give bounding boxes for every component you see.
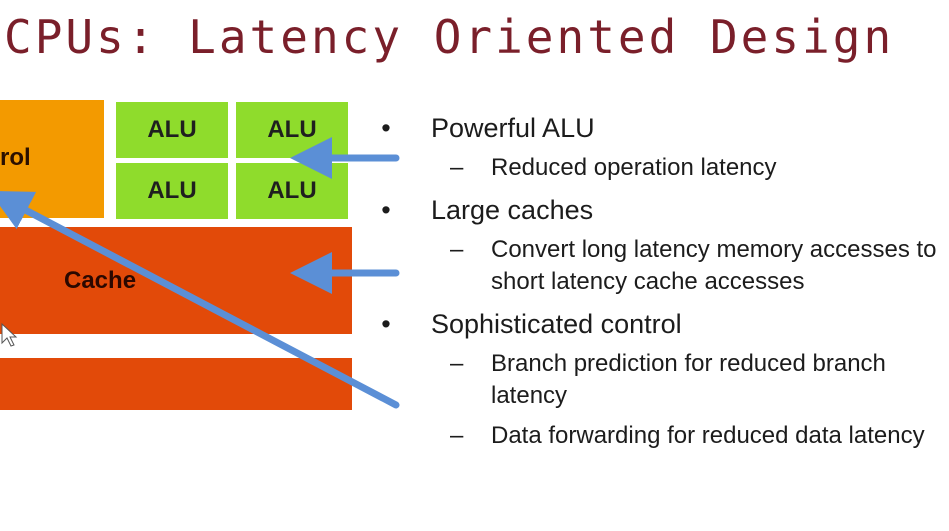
dash-icon: – [450,154,464,181]
control-arrow [0,190,400,409]
bullet-item: • Powerful ALU [376,110,941,152]
bullet-text: Powerful ALU [431,113,595,143]
bullet-text: Sophisticated control [431,309,682,339]
dash-icon: – [450,350,464,377]
sub-bullet-item: –Branch prediction for reduced branch la… [376,348,941,412]
alu-block: ALU [116,163,228,219]
bullet-dot-icon: • [381,195,391,225]
slide-title: CPUs: Latency Oriented Design [4,10,895,64]
bullet-item: • Sophisticated control [376,306,941,348]
bullet-dot-icon: • [381,113,391,143]
bullet-text: Large caches [431,195,594,225]
sub-bullet-item: –Reduced operation latency [376,152,941,184]
dram-block [0,358,352,410]
sub-bullet-text: Convert long latency memory accesses to … [491,236,937,295]
alu-block: ALU [116,102,228,158]
bullet-item: • Large caches [376,192,941,234]
mouse-cursor-icon [1,322,18,347]
sub-bullet-text: Data forwarding for reduced data latency [491,422,925,449]
dash-icon: – [450,236,464,263]
control-label: rol [0,144,31,171]
sub-bullet-item: –Convert long latency memory accesses to… [376,234,941,298]
bullet-list: •Powerful ALU –Reduced operation latency… [376,110,941,460]
cache-label: Cache [64,267,137,294]
sub-bullet-item: –Data forwarding for reduced data latenc… [376,420,941,452]
sub-bullet-text: Branch prediction for reduced branch lat… [491,350,886,409]
dash-icon: – [450,422,464,449]
sub-bullet-text: Reduced operation latency [491,154,777,181]
bullet-dot-icon: • [381,309,391,339]
